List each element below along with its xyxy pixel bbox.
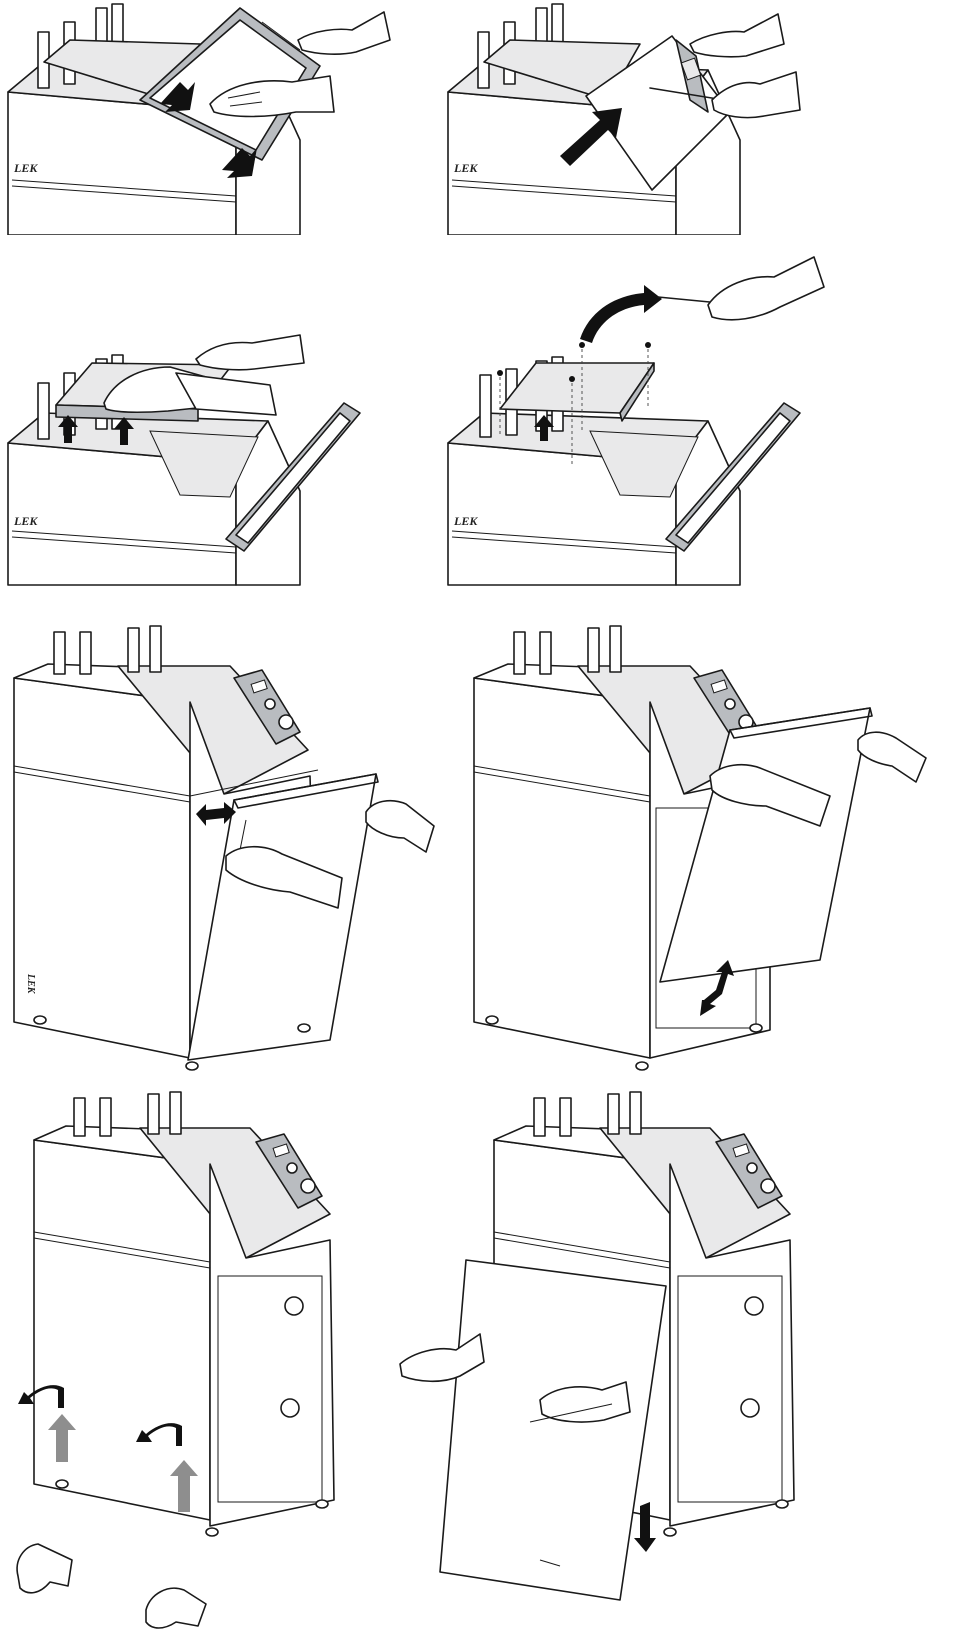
step-4-refit-top-cover: LEK — [440, 245, 960, 595]
step-2-unscrew-front-cover: LEK — [440, 0, 960, 235]
brand-label: LEK — [453, 514, 478, 528]
control-panel — [233, 669, 301, 745]
hand-icon — [689, 13, 785, 58]
step-7-release-side-panel — [0, 1090, 470, 1633]
arrow-icon — [634, 1502, 656, 1552]
front-cover-panel — [139, 7, 321, 161]
brand-label: LEK — [453, 161, 478, 175]
screw-icon — [497, 370, 503, 437]
hand-icon — [16, 1543, 73, 1594]
hand-icon — [225, 845, 343, 909]
arrow-icon — [700, 960, 734, 1016]
unit-body — [33, 1125, 335, 1527]
unit-body — [447, 412, 741, 586]
brand-label: LEK — [25, 973, 36, 995]
front-cover-panel — [225, 402, 361, 552]
hand-icon — [365, 799, 435, 853]
foot — [485, 1015, 763, 1071]
pipe-connections — [53, 625, 162, 675]
arrow-icon — [580, 285, 662, 343]
arrow-icon — [136, 1423, 198, 1512]
step-6-lift-off-front-panel — [460, 620, 960, 1080]
pipe-connections — [533, 1091, 642, 1137]
hand-icon — [195, 334, 305, 371]
control-panel — [715, 1133, 783, 1209]
arrow-icon — [18, 1385, 76, 1462]
screw-icon — [579, 342, 585, 431]
brand-label: LEK — [13, 514, 38, 528]
side-panel — [439, 1259, 667, 1601]
hand-icon — [209, 75, 335, 118]
hand-icon — [297, 11, 391, 55]
top-cover-plate — [499, 362, 655, 422]
step-1-lift-top-cover: LEK — [0, 0, 470, 235]
hand-icon — [529, 1381, 631, 1423]
hand-icon — [103, 366, 277, 416]
screw-icon — [569, 376, 575, 465]
pipe-connections — [73, 1091, 182, 1137]
arrow-icon — [114, 417, 134, 445]
foot — [33, 1015, 311, 1071]
hand-icon — [145, 1587, 207, 1629]
hand-icon — [399, 1333, 485, 1383]
front-panel — [187, 773, 379, 1061]
step-8-remove-side-panel — [380, 1090, 960, 1633]
step-3-remove-top-cover: LEK — [0, 245, 470, 595]
step-5-unhook-front-panel: LEK — [0, 620, 470, 1080]
foot — [663, 1499, 789, 1537]
front-panel — [659, 707, 873, 983]
arrow-icon — [58, 415, 78, 443]
brand-label: LEK — [13, 161, 38, 175]
arrow-icon — [560, 108, 622, 166]
pipe-connections — [513, 625, 622, 675]
front-cover-panel — [585, 35, 731, 191]
control-panel — [693, 669, 761, 745]
hand-icon — [707, 256, 825, 321]
control-panel — [255, 1133, 323, 1209]
arrow-icon — [222, 148, 257, 178]
front-cover-panel — [665, 402, 801, 552]
arrow-icon — [196, 802, 236, 826]
arrow-icon — [160, 82, 195, 112]
hand-icon — [709, 763, 831, 827]
screw-icon — [645, 342, 651, 409]
hand-icon — [711, 71, 801, 119]
unit-body — [7, 412, 301, 586]
hand-icon — [857, 731, 927, 783]
arrow-icon — [534, 415, 554, 441]
foot — [55, 1479, 329, 1537]
